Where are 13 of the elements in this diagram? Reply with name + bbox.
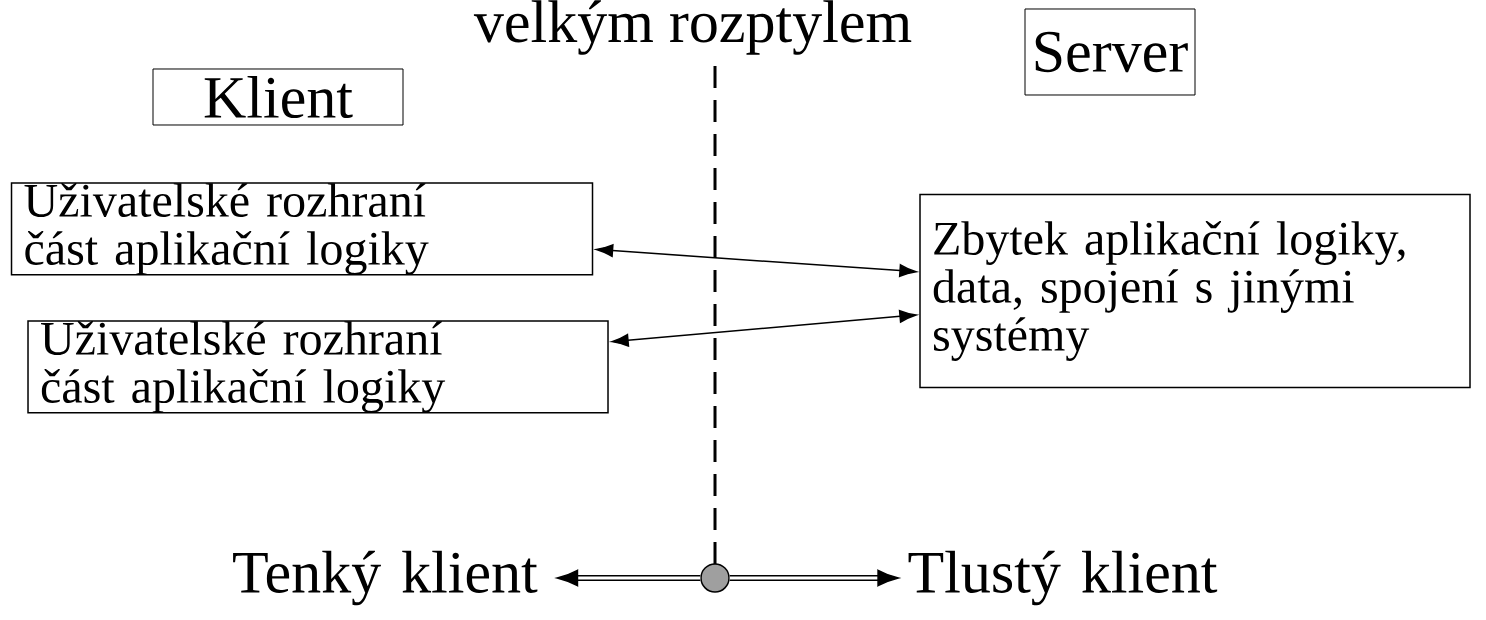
slider-knob: [700, 563, 730, 593]
axis-label: Tenký klient: [233, 550, 538, 606]
arrow: [556, 569, 701, 587]
text-box: Uživatelské rozhraní část aplikační logiky: [10, 182, 594, 276]
arrow: [595, 244, 917, 278]
title: velkým rozptylem: [473, 0, 912, 55]
label-box: Klient: [152, 68, 404, 126]
arrow: [729, 569, 899, 587]
label-box: Server: [1024, 8, 1196, 96]
text-box: Uživatelské rozhraní část aplikační logiky: [27, 320, 609, 414]
arrow: [611, 309, 917, 347]
text-box: Zbytek aplikační logiky, data, spojení s jinými systémy: [919, 193, 1471, 389]
axis-label: Tlustý klient: [908, 550, 1218, 606]
